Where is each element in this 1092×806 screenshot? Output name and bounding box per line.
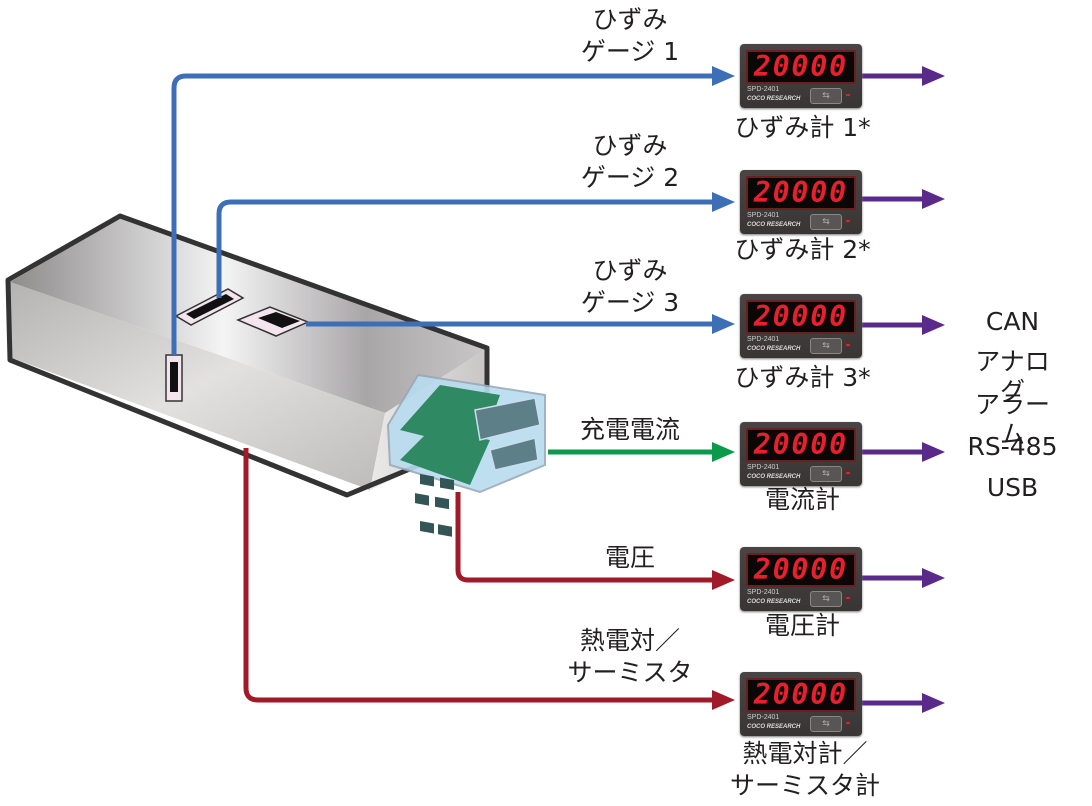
panel-meter-strain-2: 20000 SPD-2401 COCO RESEARCH ⇆: [740, 170, 862, 234]
usb-icon: ⇆: [810, 591, 842, 607]
strain-gauge-1-pad: [165, 354, 183, 402]
output-arrow: [862, 315, 945, 335]
charge-current-wire: [548, 442, 735, 462]
meter-label-thermocouple: 熱電対計／ サーミスタ計: [729, 739, 880, 800]
led-indicator: [846, 220, 850, 222]
usb-icon: ⇆: [810, 716, 842, 732]
strain-gauge-2-wire: [216, 192, 735, 298]
led-indicator: [846, 344, 850, 346]
panel-meter-voltage: 20000 SPD-2401 COCO RESEARCH ⇆: [740, 547, 862, 611]
usb-icon: ⇆: [810, 466, 842, 482]
led-indicator: [846, 94, 850, 96]
input-label-strain-3: ひずみ ゲージ 3: [580, 256, 680, 317]
output-arrows: [862, 66, 945, 713]
strain-gauge-1-wire: [171, 66, 735, 355]
output-usb: USB: [986, 473, 1039, 502]
meter-display: 20000: [746, 300, 856, 334]
meter-display: 20000: [746, 176, 856, 210]
meter-display: 20000: [746, 50, 856, 84]
usb-icon: ⇆: [810, 338, 842, 354]
output-can: CAN: [985, 307, 1040, 336]
usb-icon: ⇆: [810, 214, 842, 230]
led-indicator: [846, 722, 850, 724]
output-arrow: [862, 66, 945, 86]
meter-label-strain-1: ひずみ計 1*: [734, 113, 871, 142]
input-label-charge-current: 充電電流: [579, 415, 680, 444]
voltage-wire: [455, 492, 735, 590]
output-arrow: [862, 568, 945, 588]
input-label-strain-1: ひずみ ゲージ 1: [580, 5, 680, 66]
output-arrow: [862, 693, 945, 713]
meter-display: 20000: [746, 428, 856, 462]
measurement-circuit-boards: [386, 373, 546, 537]
thermocouple-wire: [243, 448, 735, 710]
meter-label-voltage: 電圧計: [764, 611, 840, 640]
usb-icon: ⇆: [810, 88, 842, 104]
strain-gauge-3-wire: [306, 314, 735, 334]
strain-gauge-2-pad: [174, 288, 245, 326]
panel-meter-strain-1: 20000 SPD-2401 COCO RESEARCH ⇆: [740, 44, 862, 108]
output-alarm: アラーム: [974, 390, 1050, 449]
output-arrow: [862, 189, 945, 209]
meter-label-strain-2: ひずみ計 2*: [734, 235, 871, 264]
meter-display: 20000: [746, 553, 856, 587]
input-label-voltage: 電圧: [604, 543, 655, 572]
module-front-face: [10, 282, 385, 490]
output-arrow: [862, 442, 945, 462]
panel-meter-strain-3: 20000 SPD-2401 COCO RESEARCH ⇆: [740, 294, 862, 358]
led-indicator: [846, 472, 850, 474]
input-label-strain-2: ひずみ ゲージ 2: [580, 131, 680, 192]
input-label-thermocouple: 熱電対／ サーミスタ: [567, 626, 693, 687]
panel-meter-current: 20000 SPD-2401 COCO RESEARCH ⇆: [740, 422, 862, 486]
meter-display: 20000: [746, 678, 856, 712]
meter-label-strain-3: ひずみ計 3*: [734, 363, 871, 392]
output-rs485: RS-485: [967, 432, 1058, 461]
output-analog: アナログ: [975, 347, 1050, 406]
panel-meter-thermocouple: 20000 SPD-2401 COCO RESEARCH ⇆: [740, 672, 862, 736]
meter-label-current: 電流計: [764, 485, 840, 514]
led-indicator: [846, 597, 850, 599]
